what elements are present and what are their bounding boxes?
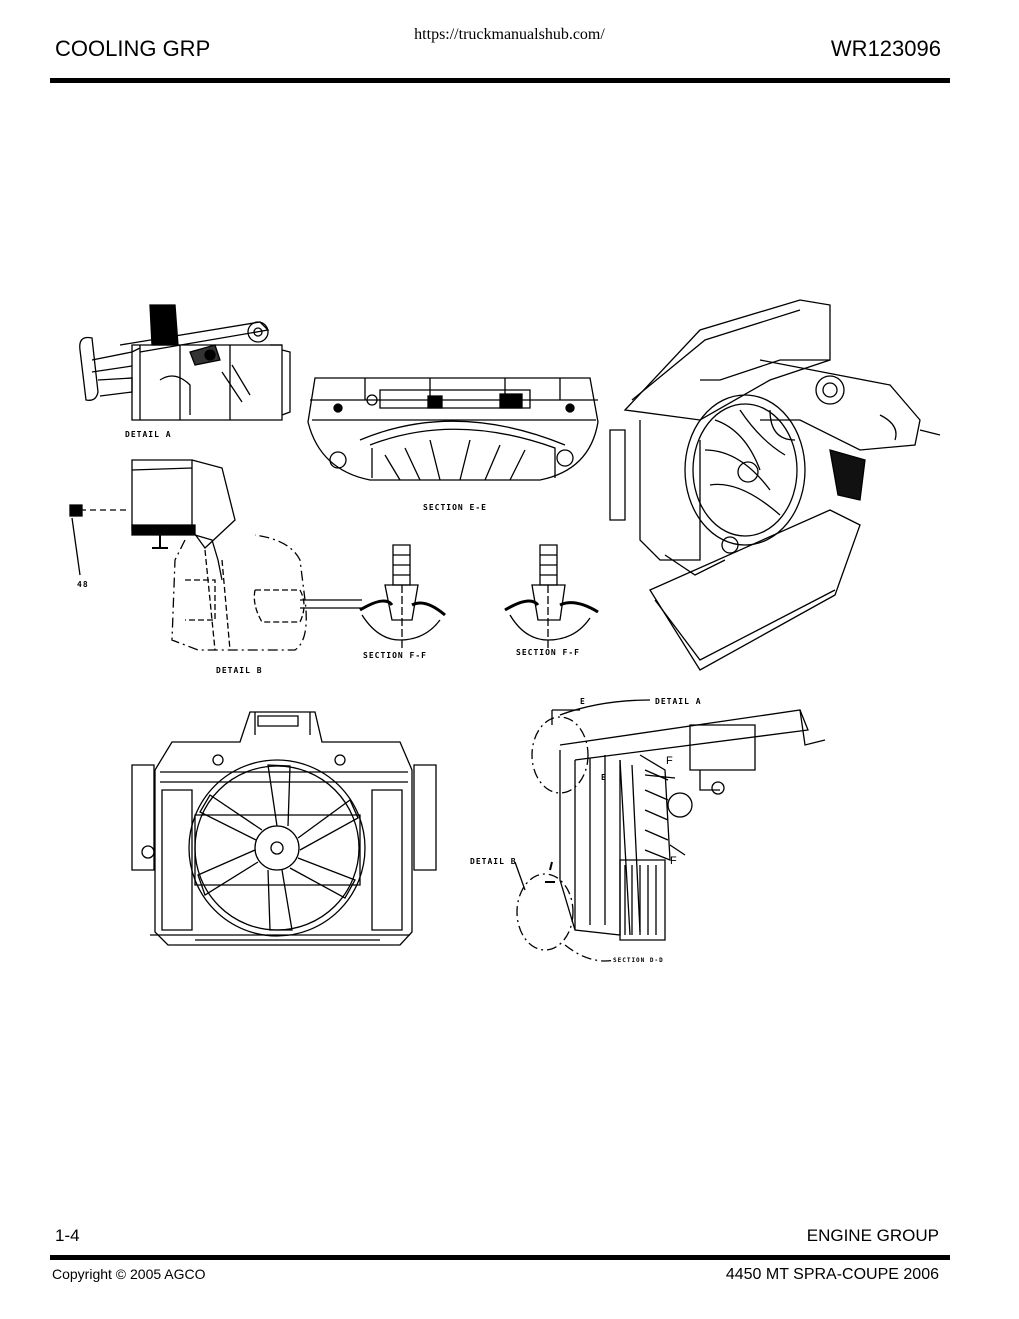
- label-side-detail-a: DETAIL A: [655, 697, 702, 706]
- label-side-f2: F: [670, 855, 677, 867]
- label-detail-b: DETAIL B: [216, 666, 263, 675]
- section-name: ENGINE GROUP: [806, 1226, 939, 1245]
- header-rule: [50, 78, 950, 83]
- detail-a-drawing: [80, 305, 290, 420]
- front-view-drawing: [132, 712, 436, 945]
- model-name: 4450 MT SPRA-COUPE 2006: [725, 1266, 939, 1283]
- label-side-f: F: [666, 755, 673, 767]
- label-side-e: E: [580, 697, 586, 706]
- label-detail-a: DETAIL A: [125, 430, 172, 439]
- section-ff-drawing-1: [360, 545, 445, 650]
- page-number: 1-4: [55, 1226, 80, 1245]
- label-section-ff-2: SECTION F-F: [516, 648, 580, 657]
- label-section-dd: SECTION D-D: [613, 957, 664, 964]
- page-title: COOLING GRP: [55, 36, 211, 61]
- label-callout-48: 48: [77, 580, 89, 589]
- isometric-assembly-drawing: [610, 300, 940, 670]
- label-section-ee: SECTION E-E: [423, 503, 487, 512]
- section-ee-drawing: [308, 378, 598, 480]
- label-side-e2: E: [601, 773, 607, 782]
- section-ff-drawing-2: [505, 545, 598, 650]
- label-section-ff-1: SECTION F-F: [363, 651, 427, 660]
- label-side-detail-b: DETAIL B: [470, 857, 517, 866]
- part-number: WR123096: [830, 36, 941, 61]
- detail-b-drawing: [70, 460, 362, 650]
- copyright: Copyright © 2005 AGCO: [52, 1266, 206, 1282]
- source-url[interactable]: https://truckmanualshub.com/: [414, 26, 605, 43]
- footer-rule: [50, 1255, 950, 1260]
- side-view-drawing: [515, 700, 825, 961]
